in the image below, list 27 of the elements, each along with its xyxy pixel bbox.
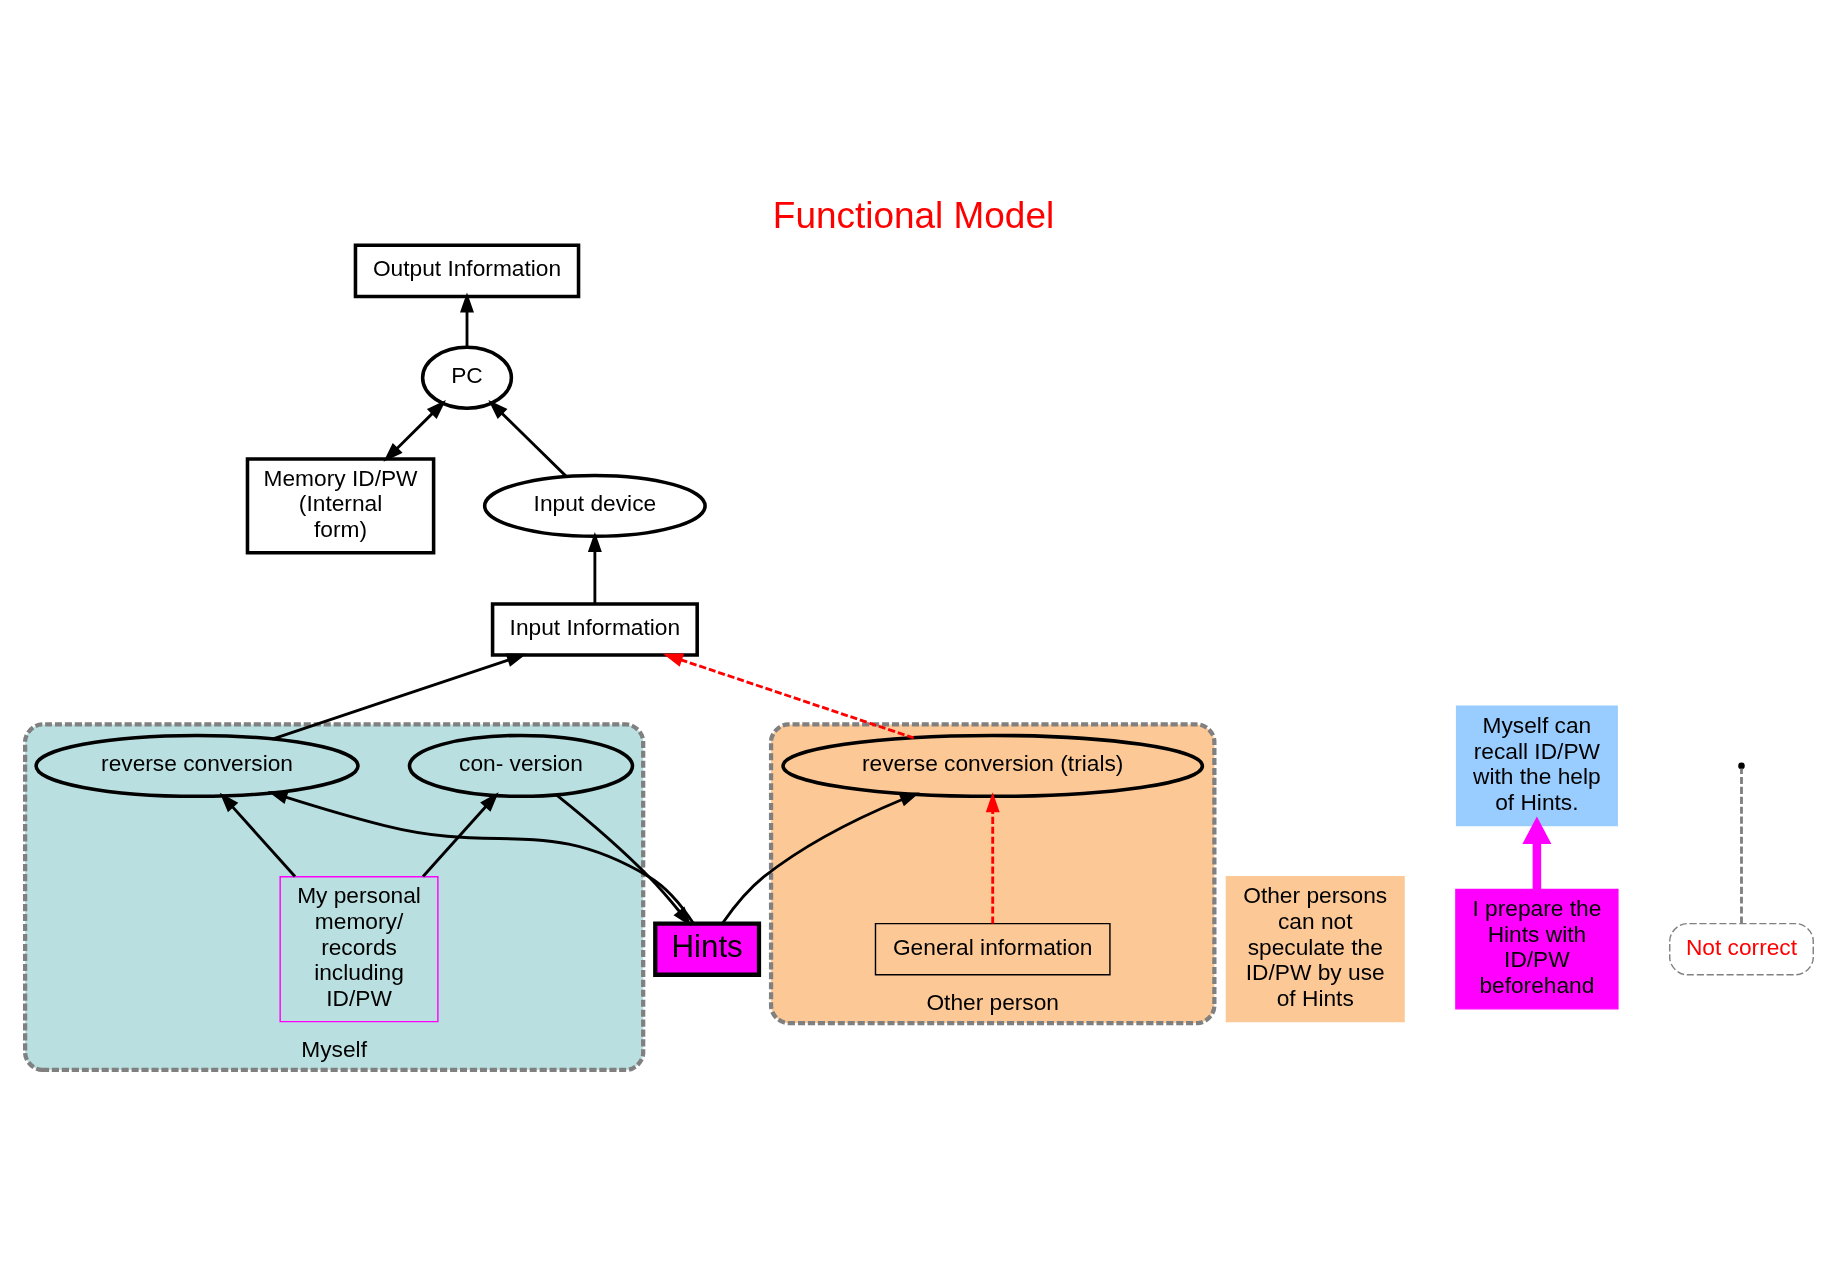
arrow (985, 791, 1000, 923)
arrow (267, 790, 695, 924)
node-ellipse: Input device (482, 473, 707, 538)
node-box: General information (874, 922, 1111, 975)
arrow (219, 792, 297, 877)
node-box: Myself can recall ID/PW with the help of Hints. (1455, 705, 1618, 826)
node-box: Input Information (490, 601, 699, 657)
diagram-title: Functional Model (772, 194, 1055, 236)
arrow (460, 292, 474, 347)
arrow (587, 531, 602, 604)
node-box: My personal memory/ records including ID/PW (279, 875, 439, 1022)
node-ellipse: PC (420, 345, 514, 410)
arrow (1522, 815, 1552, 889)
connector (1740, 768, 1743, 923)
node-box: Output Information (353, 242, 581, 298)
arrow (422, 791, 499, 877)
node-box: I prepare the Hints with ID/PW beforehand (1455, 888, 1619, 1010)
node-ellipse: con- version (407, 733, 635, 798)
node-box: Other persons can not speculate the ID/PW by use of Hints (1225, 875, 1405, 1022)
node-box: Hints (653, 920, 762, 977)
arrow (383, 399, 446, 462)
arrow (721, 791, 920, 924)
node-box: Not correct (1669, 922, 1814, 975)
node-ellipse: reverse conversion (trials) (781, 733, 1205, 798)
arrow (488, 399, 568, 478)
node-ellipse: reverse conversion (34, 733, 360, 798)
node-box: Memory ID/PW (Internal form) (245, 456, 436, 555)
